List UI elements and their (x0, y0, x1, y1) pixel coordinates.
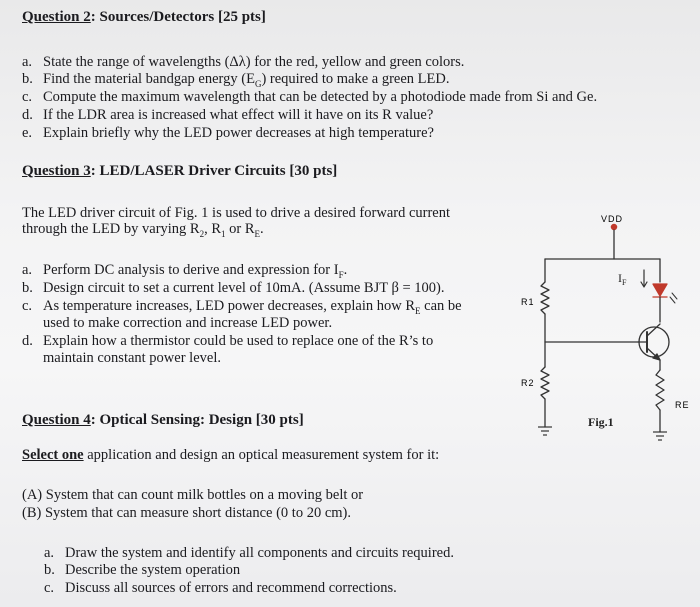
re-label: RE (675, 400, 690, 410)
question-4-title: Question 4: Optical Sensing: Design [30 … (22, 412, 304, 429)
question-2-heading: : Sources/Detectors [25 pts] (90, 9, 266, 25)
q4-item-c: c.Discuss all sources of errors and reco… (44, 580, 397, 596)
if-label: IF (618, 271, 627, 287)
question-4-heading: : Optical Sensing: Design [30 pts] (90, 412, 304, 428)
question-2-title: Question 2: Sources/Detectors [25 pts] (22, 9, 266, 26)
question-3-title: Question 3: LED/LASER Driver Circuits [3… (22, 163, 337, 180)
r2-label: R2 (521, 378, 535, 388)
q4-option-a: (A) System that can count milk bottles o… (22, 487, 364, 503)
q4-select-line: Select one application and design an opt… (22, 447, 440, 463)
q4-item-a: a.Draw the system and identify all compo… (44, 545, 454, 561)
q3-intro-line-2: through the LED by varying R2, R1 or RE. (22, 221, 264, 239)
figure-caption: Fig.1 (588, 415, 614, 429)
ground-symbol-right-icon (653, 431, 667, 441)
q3-intro-line-1: The LED driver circuit of Fig. 1 is used… (22, 205, 451, 221)
q3-item-d-continued: maintain constant power level. (43, 350, 221, 366)
q3-item-a: a.Perform DC analysis to derive and expr… (22, 262, 348, 280)
q2-item-c: c.Compute the maximum wavelength that ca… (22, 89, 598, 105)
question-3-number: Question 3 (22, 163, 91, 179)
ground-symbol-left-icon (538, 426, 552, 436)
r1-label: R1 (521, 297, 535, 307)
question-4-number: Question 4 (22, 412, 91, 428)
led-driver-circuit: VDD R1 R2 RE IF Fig.1 (521, 214, 690, 441)
q4-option-b: (B) System that can measure short distan… (22, 505, 351, 521)
r1-resistor (540, 281, 550, 315)
q2-item-b: b.Find the material bandgap energy (EG) … (22, 71, 450, 89)
q3-item-c: c.As temperature increases, LED power de… (22, 298, 462, 316)
led-diode (652, 283, 668, 297)
question-2-number: Question 2 (22, 9, 91, 25)
q4-item-b: b.Describe the system operation (44, 562, 241, 578)
re-resistor (655, 369, 665, 411)
question-3-heading: : LED/LASER Driver Circuits [30 pts] (90, 163, 338, 179)
q2-item-e: e.Explain briefly why the LED power decr… (22, 125, 434, 141)
q2-item-d: d.If the LDR area is increased what effe… (22, 107, 434, 123)
q3-item-b: b.Design circuit to set a current level … (22, 280, 445, 296)
q3-item-c-continued: used to make correction and increase LED… (43, 315, 333, 331)
vdd-label: VDD (601, 214, 623, 224)
q2-item-a: a.State the range of wavelengths (Δλ) fo… (22, 54, 465, 70)
q3-item-d: d.Explain how a thermistor could be used… (22, 333, 434, 349)
r2-resistor (540, 366, 550, 400)
vdd-node (610, 223, 618, 231)
